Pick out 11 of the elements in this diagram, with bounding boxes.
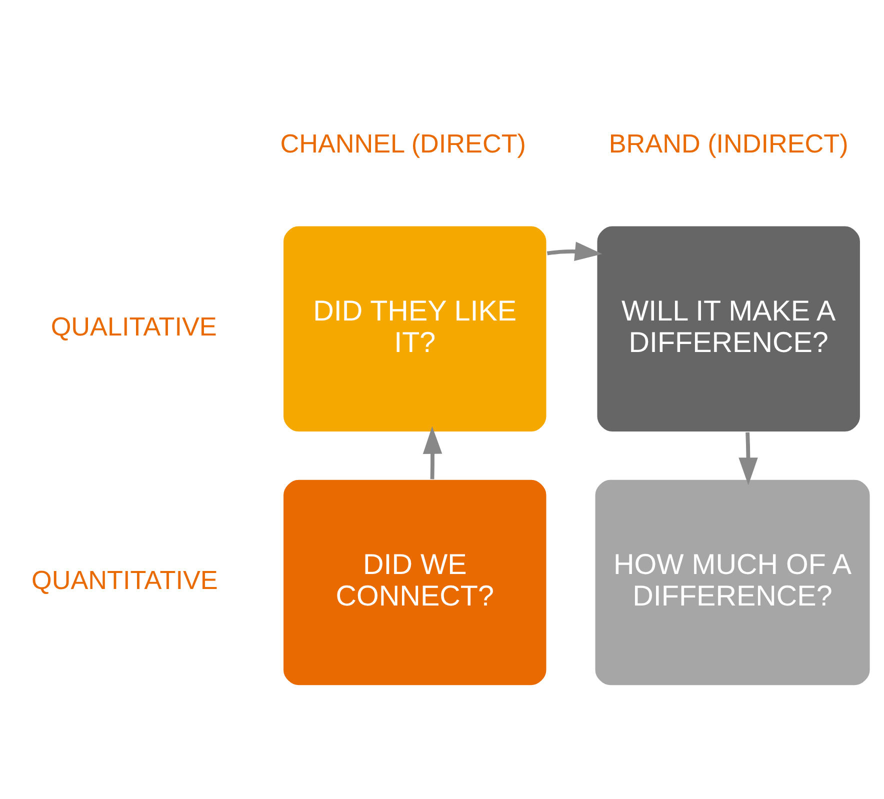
node-box: DID WE CONNECT? [282,478,548,686]
label: BRAND (INDIRECT) [608,128,848,158]
arrow [422,426,442,480]
arrow [546,242,602,261]
arrow [738,432,758,486]
label: CHANNEL (DIRECT) [280,128,526,158]
label: QUALITATIVE [50,311,217,342]
node-box: WILL IT MAKE A DIFFERENCE? [596,225,862,433]
label: QUANTITATIVE [32,565,218,596]
node-box: HOW MUCH OF A DIFFERENCE? [594,478,872,686]
node-box: DID THEY LIKE IT? [282,225,548,433]
